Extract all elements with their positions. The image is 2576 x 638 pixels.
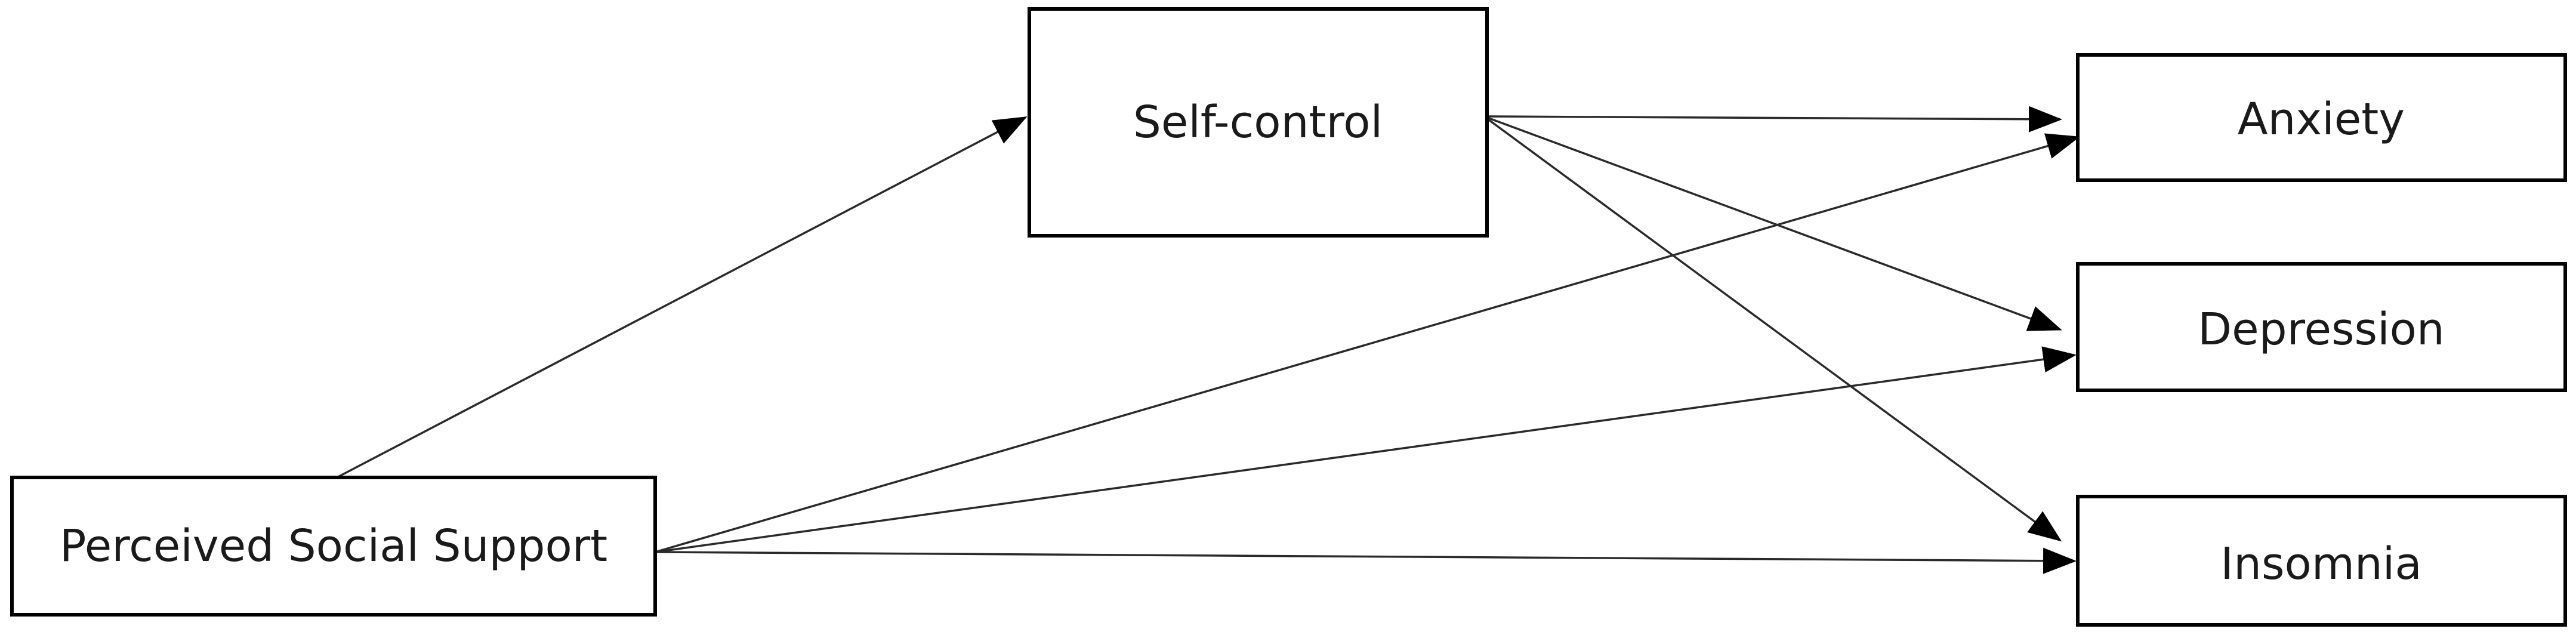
- node-self-control: Self-control: [1028, 7, 1489, 238]
- node-perceived-social-support: Perceived Social Support: [10, 476, 657, 617]
- node-depression-box: [2076, 262, 2567, 392]
- node-perceived-social-support-label: Perceived Social Support: [60, 520, 607, 572]
- edge-support-to-selfcontrol: [331, 116, 1028, 482]
- edge-support-to-anxiety: [655, 133, 2080, 553]
- edge-support-to-depression: [655, 346, 2077, 553]
- node-insomnia: Insomnia: [2076, 495, 2567, 627]
- node-depression-label: Depression: [2198, 304, 2445, 355]
- node-self-control-box: [1028, 7, 1489, 238]
- node-anxiety: Anxiety: [2076, 53, 2567, 182]
- edge-support-to-insomnia: [655, 547, 2077, 574]
- node-perceived-social-support-box: [10, 476, 657, 617]
- node-insomnia-label: Insomnia: [2220, 538, 2421, 590]
- edge-selfcontrol-to-anxiety: [1483, 106, 2062, 132]
- node-anxiety-label: Anxiety: [2238, 94, 2405, 145]
- node-anxiety-box: [2076, 53, 2567, 182]
- edge-selfcontrol-to-insomnia: [1483, 115, 2062, 542]
- node-depression: Depression: [2076, 262, 2567, 392]
- node-insomnia-box: [2076, 495, 2567, 627]
- edge-selfcontrol-to-depression: [1483, 115, 2062, 331]
- node-self-control-label: Self-control: [1133, 97, 1383, 148]
